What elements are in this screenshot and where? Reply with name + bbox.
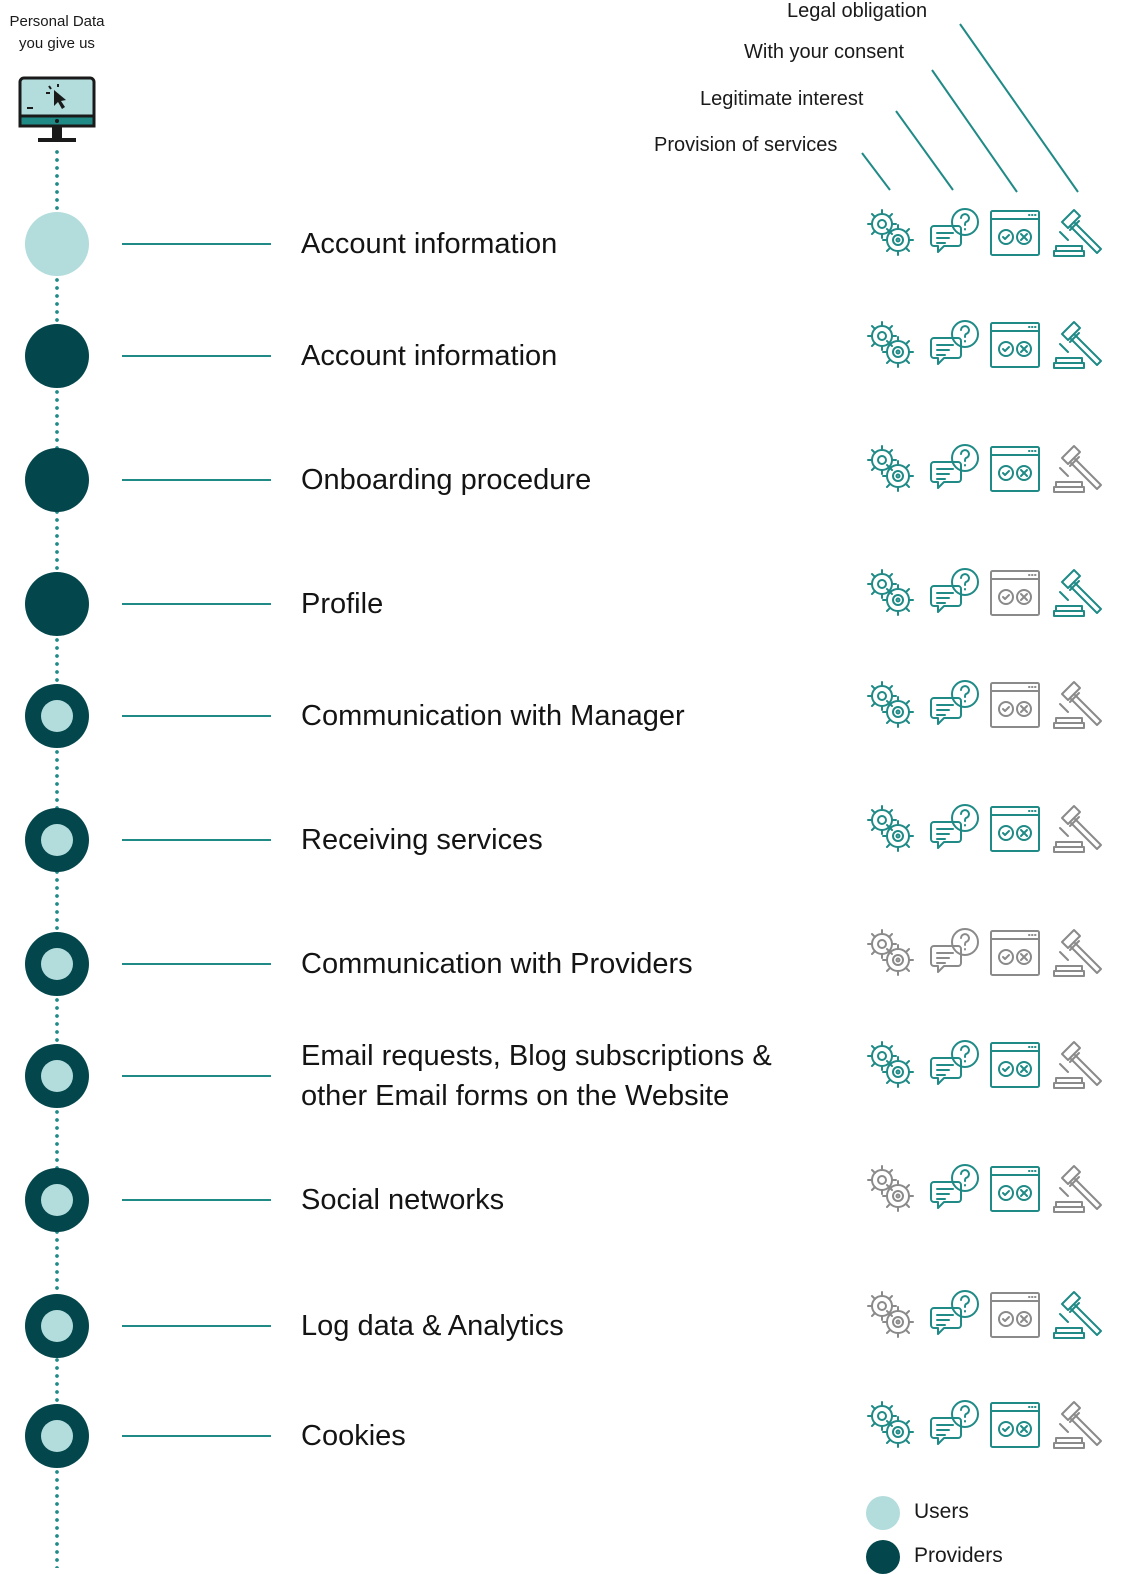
legitimate-interest-label: Legitimate interest bbox=[700, 88, 864, 110]
gavel-icon bbox=[1052, 1288, 1106, 1342]
connector-line bbox=[122, 479, 271, 481]
title-line-1: Personal Data bbox=[9, 13, 105, 30]
connector-line bbox=[122, 243, 271, 245]
consent-window-icon bbox=[988, 318, 1042, 372]
chat-question-icon bbox=[928, 566, 982, 620]
legend-users-label: Users bbox=[914, 1500, 969, 1523]
consent-window-icon bbox=[988, 678, 1042, 732]
row-label: Account information bbox=[301, 228, 558, 260]
gavel-icon bbox=[1052, 802, 1106, 856]
chat-question-icon bbox=[928, 206, 982, 260]
consent-window-icon bbox=[988, 1162, 1042, 1216]
timeline-node-both bbox=[25, 684, 89, 748]
timeline-node-providers bbox=[25, 324, 89, 388]
consent-window-icon bbox=[988, 206, 1042, 260]
row-label: Receiving services bbox=[301, 824, 543, 856]
chat-question-icon bbox=[928, 1038, 982, 1092]
title-line-2: you give us bbox=[19, 35, 95, 52]
computer-icon bbox=[18, 76, 96, 142]
gavel-icon bbox=[1052, 442, 1106, 496]
gavel-icon bbox=[1052, 566, 1106, 620]
gears-icon bbox=[864, 1398, 918, 1452]
chat-question-icon bbox=[928, 926, 982, 980]
timeline-node-both bbox=[25, 1044, 89, 1108]
timeline-node-users bbox=[25, 212, 89, 276]
gears-icon bbox=[864, 1288, 918, 1342]
gavel-icon bbox=[1052, 678, 1106, 732]
consent-window-icon bbox=[988, 802, 1042, 856]
gears-icon bbox=[864, 442, 918, 496]
leader-line-legal bbox=[959, 23, 1079, 193]
gears-icon bbox=[864, 318, 918, 372]
consent-window-icon bbox=[988, 1398, 1042, 1452]
timeline-node-both bbox=[25, 1168, 89, 1232]
gavel-icon bbox=[1052, 926, 1106, 980]
row-label: Profile bbox=[301, 588, 384, 620]
chat-question-icon bbox=[928, 318, 982, 372]
timeline-node-providers bbox=[25, 448, 89, 512]
row-label: Account information bbox=[301, 340, 558, 372]
gavel-icon bbox=[1052, 1398, 1106, 1452]
row-label: Communication with Manager bbox=[301, 700, 685, 732]
connector-line bbox=[122, 1075, 271, 1077]
gears-icon bbox=[864, 206, 918, 260]
gears-icon bbox=[864, 1038, 918, 1092]
consent-window-icon bbox=[988, 1038, 1042, 1092]
legend-users-dot bbox=[866, 1496, 900, 1530]
connector-line bbox=[122, 963, 271, 965]
chat-question-icon bbox=[928, 1398, 982, 1452]
consent-label: With your consent bbox=[744, 41, 905, 63]
gavel-icon bbox=[1052, 206, 1106, 260]
page-title: Personal Data you give us bbox=[2, 11, 112, 55]
chat-question-icon bbox=[928, 1162, 982, 1216]
row-label: Social networks bbox=[301, 1184, 505, 1216]
connector-line bbox=[122, 1199, 271, 1201]
leader-lines bbox=[861, 23, 1079, 193]
chat-question-icon bbox=[928, 802, 982, 856]
timeline-node-both bbox=[25, 1294, 89, 1358]
gavel-icon bbox=[1052, 318, 1106, 372]
connector-line bbox=[122, 839, 271, 841]
consent-window-icon bbox=[988, 442, 1042, 496]
gears-icon bbox=[864, 678, 918, 732]
gears-icon bbox=[864, 926, 918, 980]
leader-line-legitimate bbox=[895, 110, 954, 191]
row-label: Email requests, Blog subscriptions & oth… bbox=[301, 1040, 772, 1112]
row-label: Cookies bbox=[301, 1420, 406, 1452]
gears-icon bbox=[864, 1162, 918, 1216]
connector-line bbox=[122, 1435, 271, 1437]
chat-question-icon bbox=[928, 678, 982, 732]
provision-label: Provision of services bbox=[654, 134, 838, 156]
timeline-node-providers bbox=[25, 572, 89, 636]
timeline-node-both bbox=[25, 808, 89, 872]
connector-line bbox=[122, 355, 271, 357]
legend-providers-label: Providers bbox=[914, 1544, 1003, 1567]
consent-window-icon bbox=[988, 926, 1042, 980]
gavel-icon bbox=[1052, 1038, 1106, 1092]
row-label: Communication with Providers bbox=[301, 948, 693, 980]
leader-line-provision bbox=[861, 152, 891, 191]
connector-line bbox=[122, 715, 271, 717]
gears-icon bbox=[864, 566, 918, 620]
timeline-node-both bbox=[25, 1404, 89, 1468]
gavel-icon bbox=[1052, 1162, 1106, 1216]
row-label: Log data & Analytics bbox=[301, 1310, 564, 1342]
leader-line-consent bbox=[931, 69, 1018, 193]
consent-window-icon bbox=[988, 1288, 1042, 1342]
chat-question-icon bbox=[928, 442, 982, 496]
consent-window-icon bbox=[988, 566, 1042, 620]
connector-line bbox=[122, 1325, 271, 1327]
legend-providers-dot bbox=[866, 1540, 900, 1574]
row-label: Onboarding procedure bbox=[301, 464, 592, 496]
connector-line bbox=[122, 603, 271, 605]
chat-question-icon bbox=[928, 1288, 982, 1342]
timeline-node-both bbox=[25, 932, 89, 996]
gears-icon bbox=[864, 802, 918, 856]
legal-obligation-label: Legal obligation bbox=[787, 0, 928, 22]
